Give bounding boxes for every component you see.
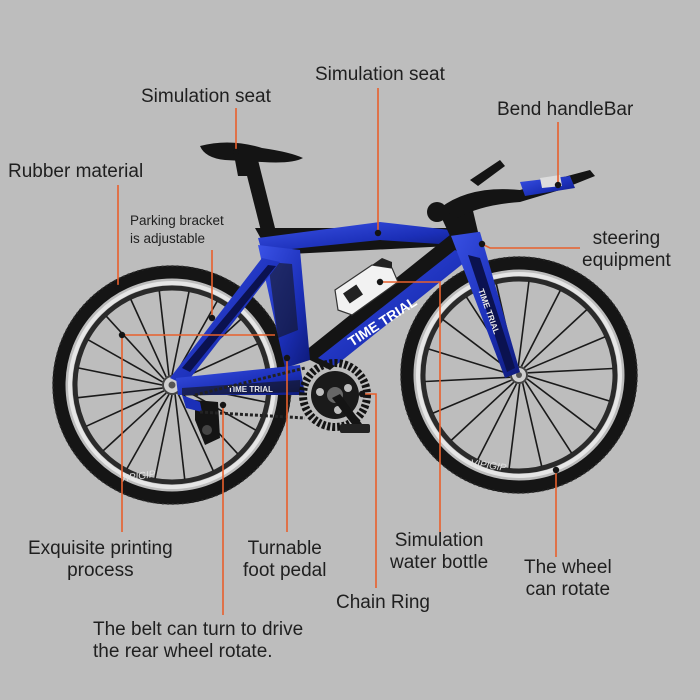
bike-frame — [170, 160, 520, 396]
label-printing-line2: process — [67, 560, 134, 581]
label-simulation-seat-left: Simulation seat — [141, 86, 271, 107]
label-chain-ring: Chain Ring — [336, 592, 430, 613]
bike-seat — [200, 142, 303, 176]
label-belt-drive: The belt can turn to drive the rear whee… — [93, 619, 303, 663]
wheel-spoke — [158, 290, 170, 376]
foot-pedal — [332, 394, 370, 433]
wheel-spoke — [425, 376, 511, 383]
label-rubber-material: Rubber material — [8, 161, 144, 182]
water-bottle — [334, 258, 399, 316]
chainstay-lettering: TIME TRIAL — [228, 385, 273, 394]
wheel-spoke — [527, 367, 613, 374]
wheel-spoke — [477, 383, 518, 460]
wheel-spoke — [177, 392, 214, 471]
label-simulation-water-bottle: Simulation water bottle — [390, 530, 488, 574]
label-wheel-line1: The wheel — [524, 557, 612, 578]
wheel-spoke — [523, 309, 588, 369]
chainring — [299, 359, 371, 431]
wheel-spoke — [428, 348, 511, 375]
label-steering-equipment: steering equipment — [582, 228, 671, 272]
label-pedal-line1: Turnable — [247, 538, 322, 559]
label-parking-bracket: Parking bracket is adjustable — [130, 212, 224, 248]
wheel-spoke — [105, 315, 165, 380]
wheel-spoke — [154, 394, 173, 479]
label-belt-line2: the rear wheel rotate. — [93, 641, 273, 662]
wheel-spoke — [450, 381, 515, 441]
wheel-spoke — [78, 367, 163, 386]
wheel-spoke — [526, 336, 606, 371]
front-wheel — [400, 256, 638, 494]
label-steering-line1: steering — [592, 228, 661, 249]
label-exquisite-printing: Exquisite printing process — [28, 538, 173, 582]
label-bend-handlebar: Bend handleBar — [497, 99, 634, 120]
label-steering-line2: equipment — [582, 250, 671, 271]
label-parking-bracket-line2: is adjustable — [130, 231, 206, 246]
label-bottle-line1: Simulation — [394, 530, 484, 551]
label-pedal-line2: foot pedal — [243, 560, 327, 581]
wheel-spoke — [521, 383, 543, 467]
wheel-spoke — [524, 381, 573, 454]
wheel-spoke — [174, 394, 186, 480]
wheel-spoke — [102, 392, 167, 452]
leader-lines — [117, 88, 580, 615]
wheel-spoke — [130, 299, 167, 378]
wheel-spoke — [508, 383, 521, 469]
aero-handlebar — [427, 160, 595, 222]
label-turnable-foot-pedal: Turnable foot pedal — [243, 538, 326, 582]
wheel-spoke — [171, 291, 190, 376]
front-rim-lettering: VIPIGIP — [470, 458, 508, 474]
wheel-spoke — [87, 339, 163, 383]
wheel-spoke — [520, 290, 561, 367]
label-printing-line1: Exquisite printing — [28, 538, 173, 559]
label-belt-line1: The belt can turn to drive — [93, 619, 304, 640]
label-wheel-line2: can rotate — [525, 579, 611, 600]
label-bottle-line2: water bottle — [390, 552, 489, 573]
wheel-spoke — [86, 390, 165, 427]
wheel-spoke — [432, 379, 512, 414]
wheel-spoke — [526, 378, 596, 431]
label-simulation-seat-top: Simulation seat — [315, 64, 445, 85]
wheel-spoke — [517, 281, 530, 367]
rear-rim-lettering: VIPIGIP — [119, 469, 157, 485]
leader-dots — [114, 148, 562, 474]
label-parking-bracket-line1: Parking bracket — [130, 213, 224, 228]
wheel-spoke — [527, 375, 610, 402]
wheel-spoke — [77, 387, 163, 399]
wheel-spoke — [126, 394, 170, 470]
label-wheel-can-rotate: The wheel can rotate — [524, 557, 612, 601]
rear-derailleur — [182, 395, 220, 445]
